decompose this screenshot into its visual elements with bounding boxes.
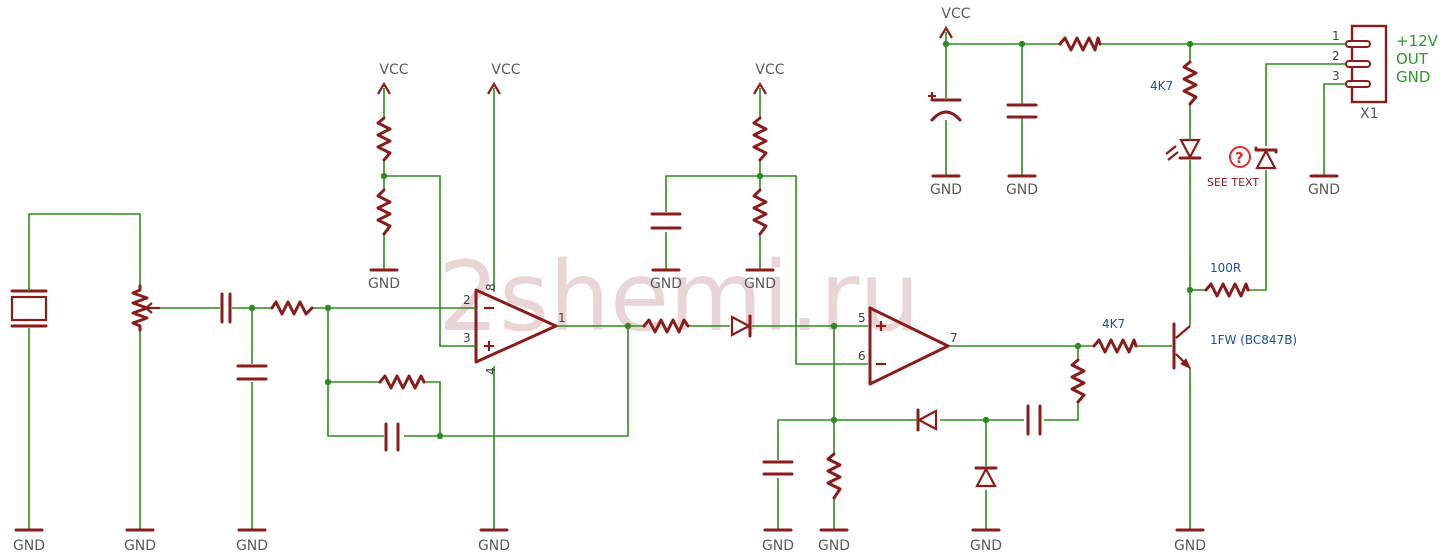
clamp-diode — [974, 462, 998, 488]
output-resistor: 100R — [1204, 261, 1250, 298]
crystal — [10, 288, 48, 328]
pulse-resistor — [1070, 358, 1086, 404]
opamp-1: 2 3 1 8 4 — [463, 283, 566, 375]
opamp2-pin5: 5 — [858, 311, 866, 325]
protection-zener: ? SEE TEXT — [1207, 146, 1278, 189]
transistor-label: 1FW (BC847B) — [1210, 333, 1297, 347]
x1-pin1: 1 — [1332, 29, 1340, 43]
gnd-label-9: GND — [368, 276, 400, 292]
electrolytic-capacitor — [928, 92, 962, 122]
vcc-label-1: VCC — [379, 62, 408, 78]
led-resistor: 4K7 — [1150, 60, 1198, 106]
connector-x1: 1 2 3 +12V OUT GND X1 — [1332, 24, 1439, 122]
transistor: 1FW (BC847B) — [1172, 322, 1297, 370]
feedback-capacitor — [384, 422, 400, 452]
gnd-symbols: GND GND GND GND GND GND GND GND GND GND … — [13, 174, 1340, 554]
wires — [28, 32, 1346, 530]
gnd-label-4: GND — [478, 538, 510, 554]
opamp2-pin7: 7 — [950, 331, 958, 345]
gnd-label-14: GND — [1308, 182, 1340, 198]
gnd-label-12: GND — [930, 182, 962, 198]
opamp2-pin6: 6 — [858, 349, 866, 363]
led — [1165, 136, 1202, 161]
see-text-note: SEE TEXT — [1207, 176, 1259, 189]
vcc-symbols: VCC VCC VCC VCC — [377, 6, 971, 95]
filter-capacitor — [236, 364, 268, 381]
pulse-capacitor — [1026, 404, 1042, 436]
gnd-label-13: GND — [1006, 182, 1038, 198]
ref-resistor-bottom — [752, 188, 768, 236]
supply-resistor — [1058, 36, 1102, 52]
watermark: 2shemi.ru — [438, 241, 920, 353]
output-resistor-value: 100R — [1210, 261, 1241, 275]
led-resistor-value: 4K7 — [1150, 79, 1173, 93]
x1-signal-12v: +12V — [1396, 32, 1439, 50]
gnd-label-5: GND — [762, 538, 794, 554]
feedback-resistor — [378, 374, 426, 390]
gnd-label-11: GND — [744, 276, 776, 292]
base-resistor: 4K7 — [1092, 317, 1138, 354]
gnd-label-6: GND — [818, 538, 850, 554]
gnd-label-1: GND — [13, 538, 45, 554]
input-capacitor — [220, 292, 232, 324]
opamp1-pin2: 2 — [463, 293, 471, 307]
vcc-label-2: VCC — [491, 62, 520, 78]
question-icon — [1229, 146, 1251, 168]
divider-resistor-top — [376, 116, 392, 162]
svg-text:?: ? — [1235, 149, 1244, 167]
opamp1-pin4: 4 — [484, 367, 498, 375]
ref-resistor-top — [752, 116, 768, 162]
gnd-label-7: GND — [970, 538, 1002, 554]
gnd-label-8: GND — [1174, 538, 1206, 554]
discharge-resistor — [826, 452, 842, 500]
gnd-label-3: GND — [236, 538, 268, 554]
vcc-label-3: VCC — [755, 62, 784, 78]
x1-signal-out: OUT — [1396, 50, 1429, 68]
ref-capacitor — [650, 212, 682, 230]
x1-signal-gnd: GND — [1396, 68, 1430, 86]
x1-pin2: 2 — [1332, 49, 1340, 63]
feedback-diode — [910, 408, 938, 432]
vcc-label-4: VCC — [941, 6, 970, 22]
hold-capacitor — [762, 460, 794, 476]
x1-pin3: 3 — [1332, 69, 1340, 83]
potentiometer — [131, 284, 160, 332]
coupling-resistor — [642, 318, 690, 334]
base-resistor-value: 4K7 — [1102, 317, 1125, 331]
supply-capacitor — [1006, 103, 1038, 119]
opamp1-pin3: 3 — [463, 331, 471, 345]
rectifier-diode — [730, 314, 752, 338]
input-resistor — [270, 300, 314, 316]
divider-resistor-bottom — [376, 188, 392, 236]
x1-name: X1 — [1360, 106, 1379, 122]
gnd-label-2: GND — [124, 538, 156, 554]
opamp1-pin8: 8 — [484, 283, 498, 291]
junctions — [248, 40, 1194, 440]
opamp1-pin1: 1 — [558, 311, 566, 325]
opamp-2: 5 6 7 — [858, 306, 958, 386]
gnd-label-10: GND — [650, 276, 682, 292]
